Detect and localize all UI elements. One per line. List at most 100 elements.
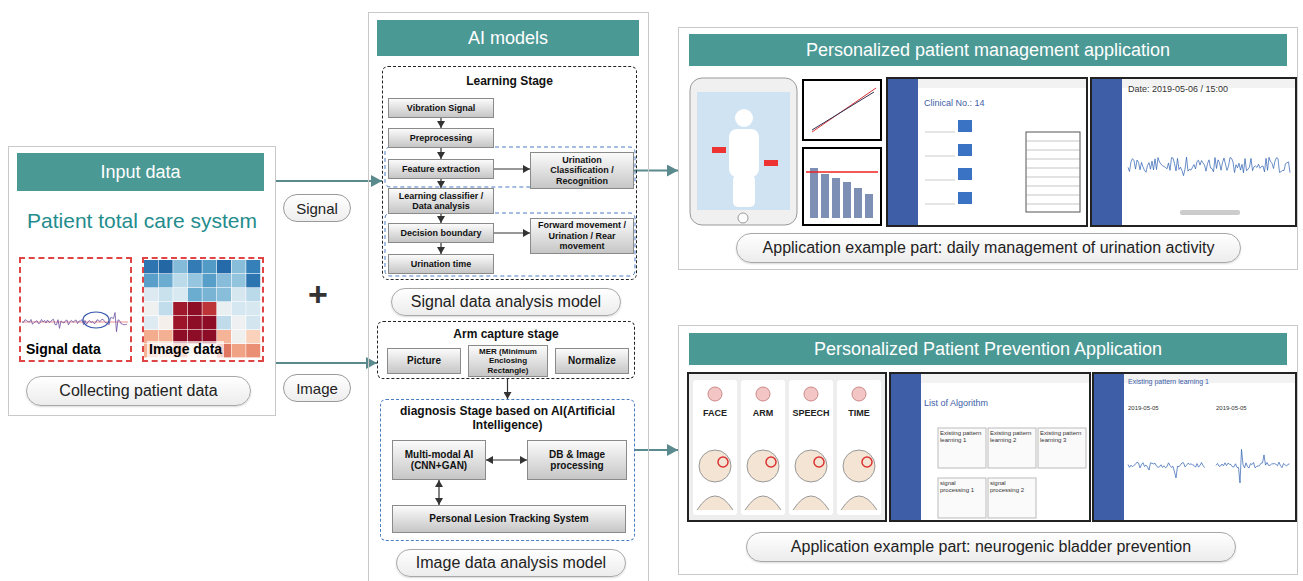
heatmap-cell <box>159 274 173 287</box>
chart-bar <box>810 168 818 218</box>
app-topbar <box>921 374 1089 383</box>
process-box: Personal Lesion Tracking System <box>392 505 626 533</box>
panel: AI modelsLearning StageVibration SignalP… <box>368 12 649 581</box>
box-text: Feature extraction <box>402 164 480 174</box>
fast-card <box>693 380 737 515</box>
fast-card <box>789 380 833 515</box>
box-text: Urination time <box>411 259 472 269</box>
fast-card <box>741 380 785 515</box>
phone-screen <box>697 92 790 210</box>
box-text: Urination Classification / Recognition <box>533 155 631 186</box>
signal-waveform <box>22 313 127 332</box>
caption-pill: Image data analysis model <box>396 549 626 577</box>
app-sidebar <box>891 374 921 520</box>
app-scrollbar <box>1180 210 1240 215</box>
chart-bar <box>843 182 851 218</box>
image-label: Signal data <box>24 341 103 359</box>
connector-arrow <box>440 214 441 223</box>
dashed-group <box>385 213 635 276</box>
table-rule <box>1026 204 1080 205</box>
app-sidebar <box>1092 79 1122 225</box>
heatmap-cell <box>232 288 246 301</box>
app-button <box>958 120 972 132</box>
chart-bar <box>832 178 840 218</box>
box-text: Signal data analysis model <box>411 293 601 311</box>
stage-group: Arm capture stagePicture MER (Minimum Enc… <box>377 321 635 379</box>
target-mark <box>814 457 824 467</box>
heatmap-cell <box>173 316 187 329</box>
heatmap-cell <box>188 288 202 301</box>
heatmap-cell <box>173 274 187 287</box>
heatmap-cell <box>232 330 246 343</box>
heatmap-cell <box>246 316 260 329</box>
heatmap-cell <box>217 288 231 301</box>
phone-button <box>738 213 748 223</box>
table-rule <box>1026 168 1080 169</box>
panel-header: AI models <box>377 20 639 56</box>
screen-label: signal processing 1 <box>940 480 984 494</box>
app-topbar <box>918 79 1086 88</box>
box-text: Picture <box>407 355 441 367</box>
card-area <box>688 373 886 521</box>
connector-arrow <box>634 170 678 172</box>
stage-title: Arm capture stage <box>378 327 634 343</box>
screen-label: 2019-05-05 <box>1128 405 1188 412</box>
box-text: Image data analysis model <box>416 554 606 572</box>
table-rule <box>1026 141 1080 142</box>
heatmap-cell <box>144 274 158 287</box>
heatmap-cell <box>232 344 246 357</box>
algorithm-card <box>1038 428 1086 468</box>
heatmap-cell <box>188 302 202 315</box>
connector-arrow <box>507 379 508 399</box>
process-box: Urination time <box>388 254 494 274</box>
heatmap-cell <box>246 288 260 301</box>
table-rule <box>1026 186 1080 187</box>
edge-label: Signal <box>283 194 351 222</box>
table-rule <box>1026 177 1080 178</box>
image-frame: Signal data <box>19 257 132 362</box>
heatmap-cell <box>202 288 216 301</box>
process-box: Normalize <box>555 348 629 374</box>
heatmap-cell <box>217 274 231 287</box>
edge-label: Image <box>283 374 351 402</box>
screen-label: ARM <box>741 408 785 419</box>
process-box: Picture <box>387 348 461 374</box>
algorithm-card <box>988 428 1036 468</box>
panel: Personalized patient management applicat… <box>678 27 1298 270</box>
heatmap-cell <box>246 344 260 357</box>
caption-pill: Signal data analysis model <box>391 288 621 316</box>
body-legs <box>733 175 755 207</box>
box-text: Normalize <box>568 355 616 367</box>
heatmap-cell <box>217 316 231 329</box>
box-text: Multi-modal AI (CNN+GAN) <box>395 449 483 472</box>
table-rule <box>925 180 955 181</box>
image-frame: Image data <box>142 257 264 362</box>
heatmap-cell <box>202 302 216 315</box>
heatmap-cell <box>188 274 202 287</box>
connector-arrow <box>276 180 382 182</box>
screen-label: List of Algorithm <box>924 398 1024 409</box>
connector-arrow <box>494 168 530 169</box>
app-screen <box>1091 78 1296 226</box>
table-rule <box>925 132 955 133</box>
app-sidebar <box>1094 374 1124 520</box>
process-box: Vibration Signal <box>388 98 494 118</box>
heatmap-cell <box>159 260 173 273</box>
head-figure <box>747 450 779 482</box>
body-torso <box>729 129 759 177</box>
connector-arrow <box>440 148 441 159</box>
box-text: Application example part: daily manageme… <box>763 239 1215 257</box>
heatmap-cell <box>173 288 187 301</box>
box-text: MER (Minimum Enclosing Rectangle) <box>471 347 545 375</box>
head-figure <box>795 450 827 482</box>
connector-arrow <box>440 243 441 254</box>
app-button <box>958 192 972 204</box>
connector-arrow <box>635 449 678 451</box>
caption-pill: Collecting patient data <box>26 376 251 406</box>
app-waveform <box>1128 157 1290 176</box>
process-box: Multi-modal AI (CNN+GAN) <box>392 440 486 480</box>
body-marker <box>764 160 778 166</box>
box-text: Application example part: neurogenic bla… <box>791 538 1191 556</box>
heatmap-cell <box>188 260 202 273</box>
